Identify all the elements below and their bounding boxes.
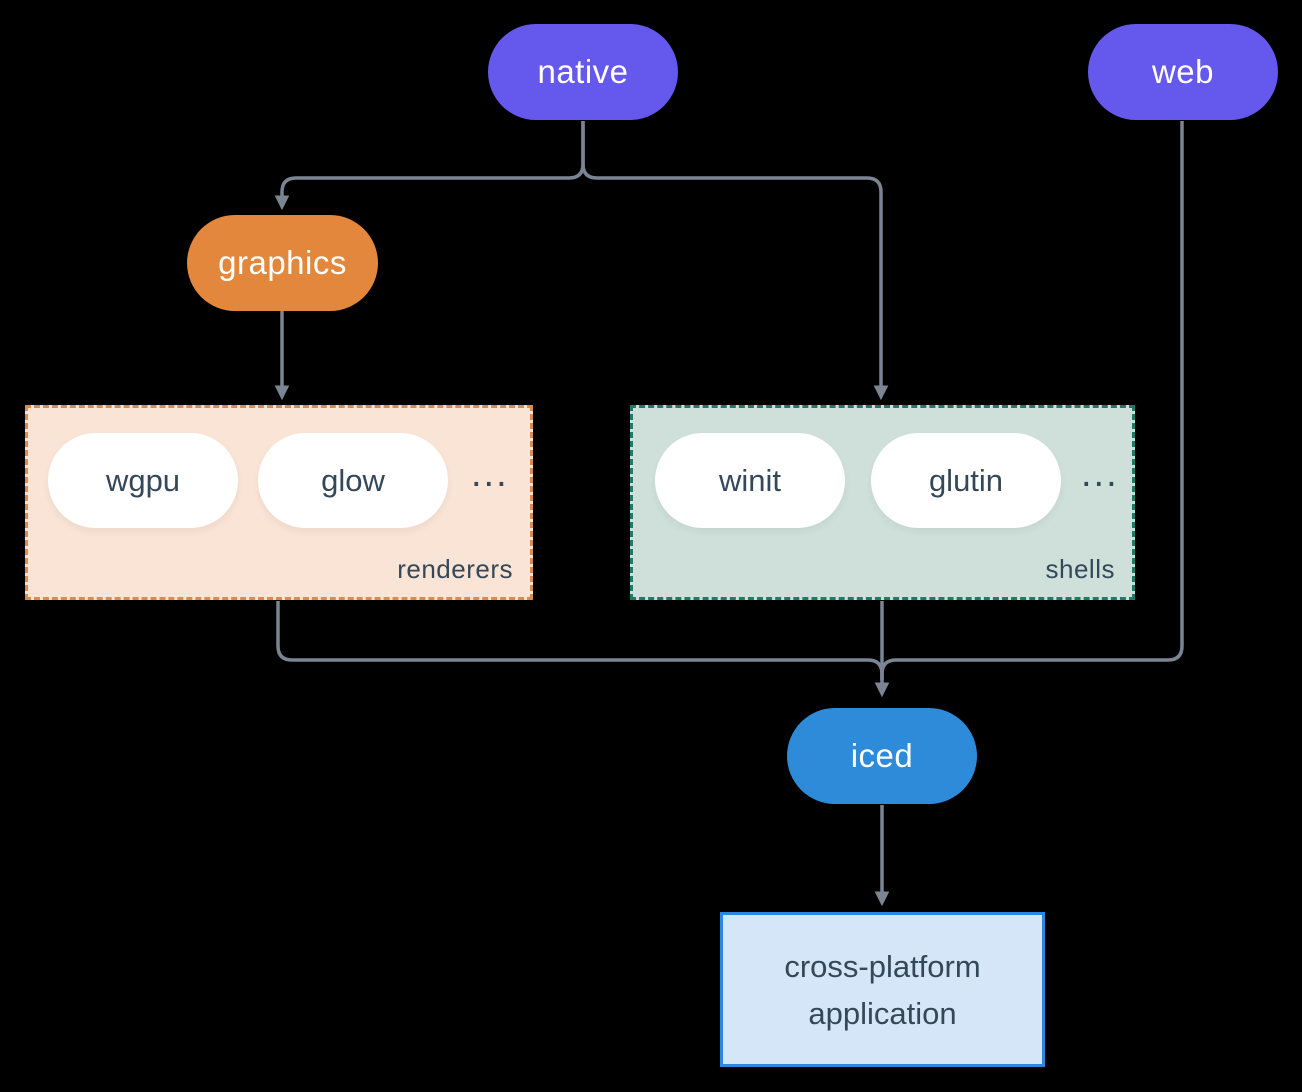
edge-native-shells (581, 121, 889, 401)
node-native: native (488, 24, 678, 120)
group-renderers: wgpu glow ... renderers (25, 405, 533, 600)
application-label-line1: cross-platform (784, 948, 981, 984)
node-winit: winit (655, 433, 845, 528)
node-graphics-label: graphics (218, 244, 347, 281)
node-web: web (1088, 24, 1278, 120)
node-glutin-label: glutin (928, 462, 1004, 498)
node-glutin: glutin (871, 433, 1061, 528)
edge-renderers-iced (276, 601, 884, 680)
node-glow: glow (258, 433, 448, 528)
renderers-group-label: renderers (397, 554, 513, 584)
shells-group-label: shells (1045, 554, 1115, 584)
node-iced-label: iced (850, 737, 914, 774)
node-winit-label: winit (718, 462, 781, 498)
renderers-ellipsis: ... (471, 453, 509, 495)
application-label-line2: application (808, 995, 957, 1031)
node-application: cross-platform application (720, 912, 1045, 1067)
shells-ellipsis: ... (1081, 453, 1119, 495)
node-glow-label: glow (321, 462, 385, 498)
node-graphics: graphics (187, 215, 378, 311)
node-wgpu-label: wgpu (105, 462, 181, 498)
node-native-label: native (537, 53, 629, 90)
edge-native-graphics (274, 121, 585, 211)
node-web-label: web (1151, 53, 1215, 90)
node-wgpu: wgpu (48, 433, 238, 528)
group-shells: winit glutin ... shells (630, 405, 1135, 600)
node-iced: iced (787, 708, 977, 804)
